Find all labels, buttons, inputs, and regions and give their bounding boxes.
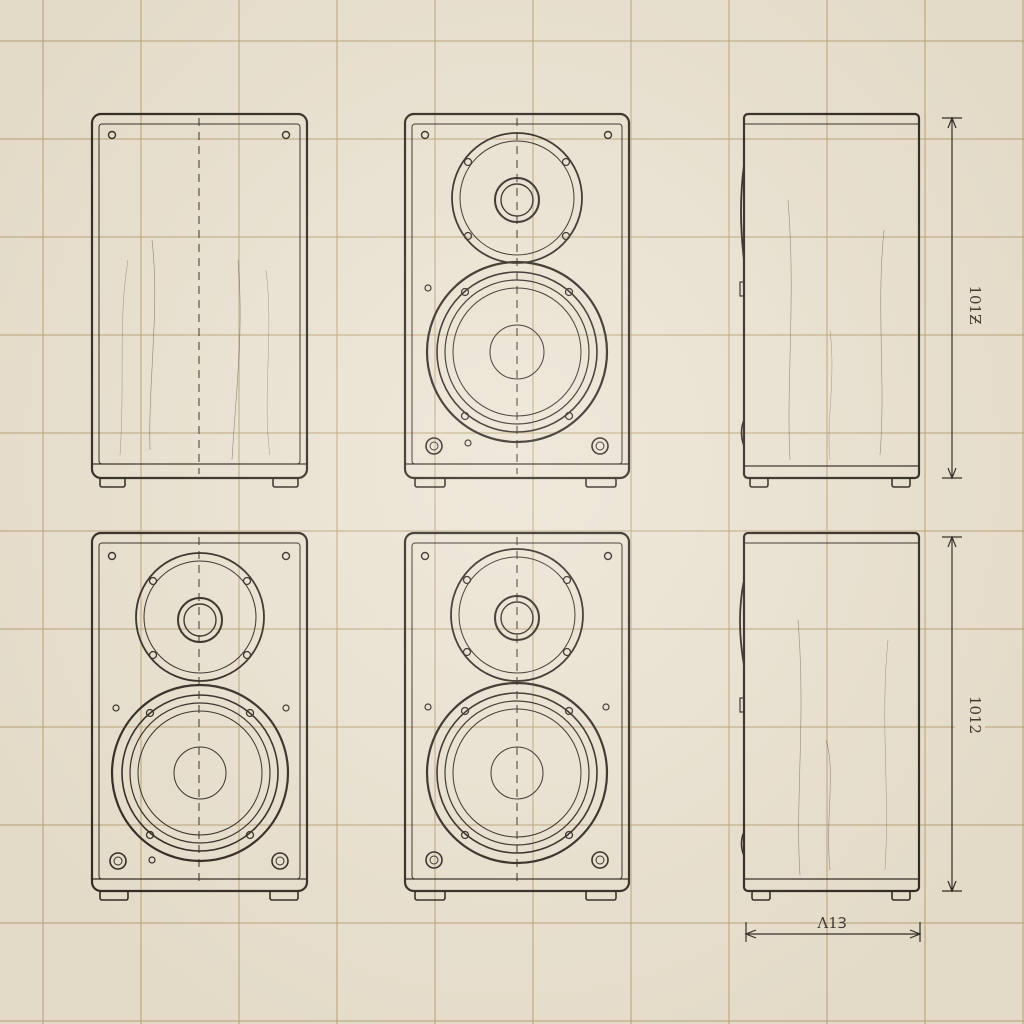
screw-icon: [281, 551, 291, 561]
screw-icon: [464, 439, 472, 447]
port-icon: [425, 437, 609, 455]
foot-icon: [891, 477, 911, 488]
foot-icon: [749, 477, 769, 488]
foot-icon: [414, 890, 446, 901]
screw-icon: [107, 130, 117, 140]
height-dimension-top: 101Ƶ: [942, 116, 985, 480]
foot-icon: [751, 890, 771, 901]
screw-icon: [602, 703, 610, 711]
port-icon: [109, 852, 289, 870]
screw-icon: [420, 551, 430, 561]
rear-view-cabinet: [90, 112, 309, 488]
woofer-icon: [110, 683, 290, 863]
woofer-icon: [425, 260, 609, 444]
screw-icon: [107, 551, 117, 561]
screw-icon: [420, 130, 430, 140]
tweeter-icon: [135, 552, 265, 682]
side-view-bottom-cabinet: [739, 531, 921, 901]
foot-icon: [99, 890, 129, 901]
foot-icon: [269, 890, 299, 901]
screw-icon: [148, 856, 156, 864]
woofer-icon: [425, 681, 609, 865]
screw-icon: [603, 551, 613, 561]
screw-icon: [603, 130, 613, 140]
foot-icon: [585, 477, 617, 488]
foot-icon: [585, 890, 617, 901]
screw-icon: [281, 130, 291, 140]
front-view-bottom-center-cabinet: [403, 531, 631, 901]
front-view-top-cabinet: [403, 112, 631, 488]
foot-icon: [414, 477, 446, 488]
foot-icon: [99, 477, 126, 488]
tweeter-icon: [450, 548, 584, 682]
side-view-top-cabinet: [739, 112, 921, 488]
screw-icon: [424, 284, 432, 292]
screw-icon: [112, 704, 120, 712]
screw-icon: [424, 703, 432, 711]
foot-icon: [891, 890, 911, 901]
screw-icon: [282, 704, 290, 712]
height-dimension-bottom: 1012: [942, 535, 985, 893]
height-top-label: 101Ƶ: [966, 285, 984, 324]
tweeter-icon: [451, 132, 583, 264]
height-bottom-label: 1012: [966, 696, 984, 734]
depth-dimension: Λ1Ɜ: [744, 914, 922, 942]
front-view-bottom-left-cabinet: [90, 531, 309, 901]
depth-label: Λ1Ɜ: [816, 914, 846, 932]
foot-icon: [272, 477, 299, 488]
port-icon: [425, 851, 609, 869]
